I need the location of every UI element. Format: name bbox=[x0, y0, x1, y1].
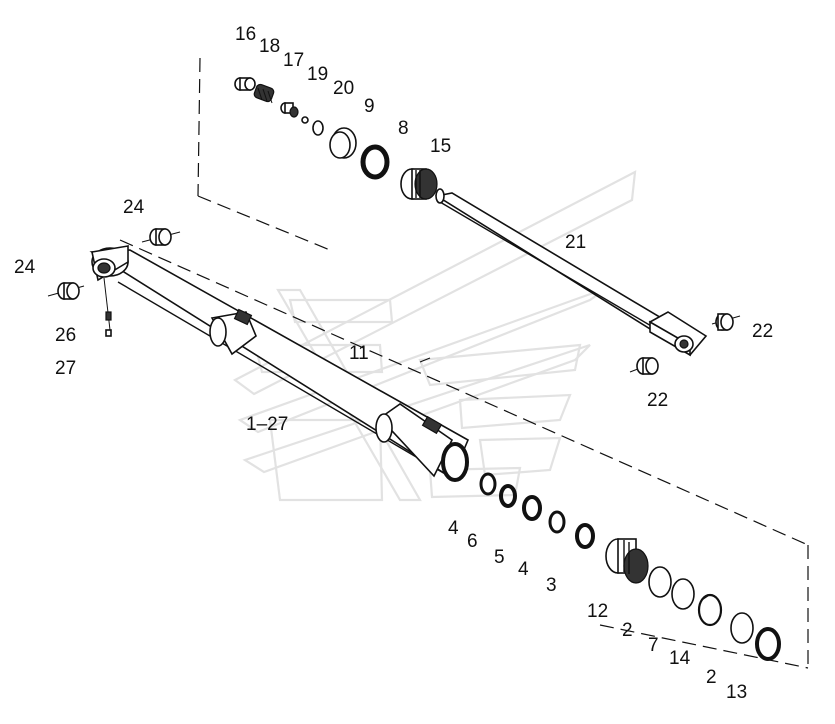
label-19: 19 bbox=[307, 64, 328, 85]
seal-part-8 bbox=[360, 144, 390, 180]
label-2: 2 bbox=[622, 620, 633, 641]
label-5: 5 bbox=[494, 547, 505, 568]
cylinder-barrel-assembly bbox=[89, 245, 470, 482]
label-22-right: 22 bbox=[752, 321, 773, 342]
seal-ring-part-5 bbox=[522, 495, 542, 521]
seal-ring-part-6 bbox=[499, 484, 517, 508]
label-11: 11 bbox=[349, 343, 369, 364]
piston-part-15 bbox=[400, 168, 438, 200]
valve-part-16 bbox=[234, 77, 256, 91]
ring-part-7 bbox=[671, 578, 695, 610]
spring-part-18 bbox=[253, 83, 275, 104]
label-9: 9 bbox=[364, 96, 375, 117]
label-8: 8 bbox=[398, 118, 409, 139]
label-27: 27 bbox=[55, 358, 76, 379]
grease-fitting-part-26-27 bbox=[103, 277, 112, 337]
label-26: 26 bbox=[55, 325, 76, 346]
label-4-second: 4 bbox=[518, 559, 529, 580]
dashed-frame bbox=[119, 57, 809, 669]
label-13: 13 bbox=[726, 682, 747, 703]
bushing-part-24-a bbox=[141, 228, 181, 246]
ring-part-20 bbox=[312, 120, 324, 136]
bushing-part-22-b bbox=[629, 357, 659, 375]
piston-rod-part-21 bbox=[434, 188, 708, 357]
label-21: 21 bbox=[565, 232, 586, 253]
label-1-27: 1–27 bbox=[246, 414, 288, 435]
ring-part-2 bbox=[648, 566, 672, 598]
label-4: 4 bbox=[448, 518, 459, 539]
seal-ring-part-4 bbox=[479, 472, 497, 496]
label-20: 20 bbox=[333, 78, 354, 99]
ring-part-14 bbox=[697, 593, 723, 627]
seal-ring-part-3 bbox=[575, 523, 595, 549]
label-22-bottom: 22 bbox=[647, 390, 668, 411]
label-17: 17 bbox=[283, 50, 304, 71]
label-7: 7 bbox=[648, 635, 659, 656]
part-labels: 16 18 17 19 20 9 8 15 21 24 24 26 27 11 … bbox=[14, 24, 773, 703]
seal-ring-part-13 bbox=[755, 627, 781, 661]
seal-ring-part-4b bbox=[548, 510, 566, 534]
label-18: 18 bbox=[259, 36, 280, 57]
label-16: 16 bbox=[235, 24, 256, 45]
bushing-part-22-a bbox=[711, 313, 741, 331]
bushing-part-24-b bbox=[47, 282, 85, 300]
label-12: 12 bbox=[587, 601, 608, 622]
label-15: 15 bbox=[430, 136, 451, 157]
valve-part-17 bbox=[280, 102, 299, 118]
ball-part-19 bbox=[301, 116, 309, 124]
label-14: 14 bbox=[669, 648, 691, 669]
label-2-second: 2 bbox=[706, 667, 717, 688]
label-24-left: 24 bbox=[14, 257, 36, 278]
label-6: 6 bbox=[467, 531, 478, 552]
ring-part-9 bbox=[329, 127, 357, 159]
ring-part-2b bbox=[730, 612, 754, 644]
label-3: 3 bbox=[546, 575, 557, 596]
watermark-logo bbox=[232, 170, 637, 502]
piston-part-12 bbox=[605, 538, 649, 584]
label-24-top: 24 bbox=[123, 197, 145, 218]
